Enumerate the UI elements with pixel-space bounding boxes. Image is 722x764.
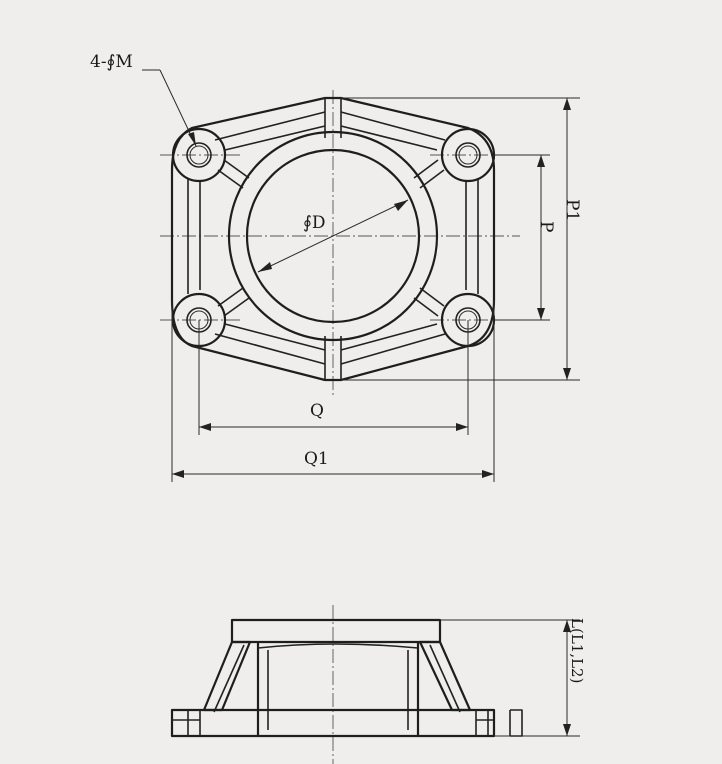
bore-arrow-left — [258, 262, 272, 272]
side-web-right — [465, 178, 479, 294]
right-gusset — [418, 640, 472, 712]
p1-label: P1 — [562, 199, 582, 221]
bore-circle — [245, 148, 421, 324]
p1-arrow-top — [563, 98, 571, 110]
left-gusset — [202, 640, 252, 712]
lower-web-right — [340, 323, 446, 365]
hub-top-curve — [257, 643, 419, 649]
right-gusset-inner — [429, 644, 461, 713]
bore-diameter-dimension-line — [257, 199, 409, 273]
bolt-hole-top-left — [171, 127, 227, 183]
bolt-leader-line — [159, 69, 197, 147]
l-arrow-top — [563, 620, 571, 632]
p-label: P — [536, 221, 556, 232]
l-arrow-bottom — [563, 724, 571, 736]
q-arrow-right — [456, 423, 468, 431]
q1-arrow-left — [172, 470, 184, 478]
q-label: Q — [310, 401, 324, 421]
rib-top-left — [217, 159, 250, 189]
base-step-right — [475, 710, 494, 736]
q1-label: Q1 — [304, 449, 329, 469]
hub-outer-circle — [227, 130, 439, 342]
upper-web-right — [340, 111, 446, 151]
hub-body — [256, 642, 420, 736]
p1-arrow-bottom — [563, 368, 571, 380]
length-label: L(L1,L2) — [568, 618, 586, 683]
base-step-left — [172, 710, 201, 736]
top-plate — [230, 618, 442, 644]
q1-arrow-right — [482, 470, 494, 478]
lower-web-left — [214, 323, 326, 365]
side-web-left — [187, 178, 201, 294]
bolt-holes-label: 4-∮M — [90, 52, 133, 72]
bottom-rib-gap — [324, 336, 342, 380]
bore-diameter-label: ∮D — [303, 213, 326, 233]
bolt-leader-arrow — [188, 132, 196, 146]
upper-web-left — [214, 111, 326, 151]
p-arrow-top — [537, 155, 545, 167]
rib-bottom-right — [413, 287, 445, 317]
bore-arrow-right — [394, 200, 408, 211]
top-view: ∮D 4-∮M P P1 Q Q1 — [90, 52, 582, 482]
q-arrow-left — [199, 423, 211, 431]
rib-bottom-left — [217, 287, 250, 317]
p-arrow-bottom — [537, 308, 545, 320]
side-view: L(L1,L2) — [170, 605, 586, 764]
left-gusset-inner — [213, 644, 245, 713]
rib-top-right — [413, 159, 445, 189]
